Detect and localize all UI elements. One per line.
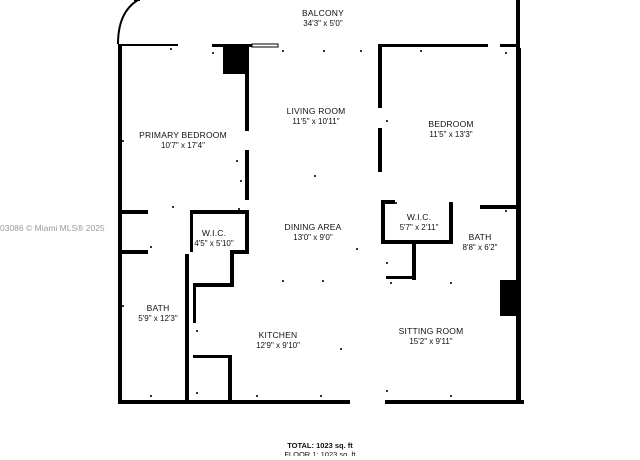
room-dimensions: 4'5" x 5'10" xyxy=(194,238,234,248)
balcony-door xyxy=(251,43,279,48)
room-dimensions: 13'0" x 9'0" xyxy=(293,232,333,242)
room-name: BATH xyxy=(146,303,170,313)
room-dimensions: 15'2" x 9'11" xyxy=(409,336,453,346)
room-name: PRIMARY BEDROOM xyxy=(139,130,227,140)
room-dimensions: 34'3" x 5'0" xyxy=(303,18,343,28)
room-name: KITCHEN xyxy=(258,330,298,340)
room-label-bath-right: BATH 8'8" x 6'2" xyxy=(462,232,498,252)
room-dimensions: 11'5" x 10'11" xyxy=(292,116,340,126)
fixture-marks xyxy=(122,48,507,397)
room-label-wic-bedroom: W.I.C. 5'7" x 2'11" xyxy=(399,212,439,232)
room-name: SITTING ROOM xyxy=(398,326,464,336)
room-name: BALCONY xyxy=(301,8,345,18)
room-name: BATH xyxy=(468,232,492,242)
balcony-railing xyxy=(117,0,139,45)
room-dimensions: 8'8" x 6'2" xyxy=(462,242,498,252)
page-bottom-edge xyxy=(0,456,640,460)
room-label-primary-bedroom: PRIMARY BEDROOM 10'7" x 17'4" xyxy=(139,130,227,150)
room-dimensions: 10'7" x 17'4" xyxy=(161,140,205,150)
room-label-living-room: LIVING ROOM 11'5" x 10'11" xyxy=(286,106,346,126)
walls xyxy=(117,0,524,404)
room-dimensions: 12'9" x 9'10" xyxy=(256,340,300,350)
room-name: DINING AREA xyxy=(284,222,342,232)
area-totals: TOTAL: 1023 sq. ft FLOOR 1: 1023 sq. ft xyxy=(284,441,355,459)
room-name: BEDROOM xyxy=(428,119,474,129)
floor1-area: FLOOR 1: 1023 sq. ft xyxy=(284,450,356,459)
room-name: W.I.C. xyxy=(406,212,432,222)
total-area: TOTAL: 1023 sq. ft xyxy=(287,441,353,450)
room-label-bath-left: BATH 5'9" x 12'3" xyxy=(138,303,178,323)
room-name: W.I.C. xyxy=(201,228,227,238)
room-label-dining-area: DINING AREA 13'0" x 9'0" xyxy=(284,222,342,242)
room-name: LIVING ROOM xyxy=(286,106,346,116)
room-dimensions: 5'7" x 2'11" xyxy=(399,222,439,232)
room-dimensions: 11'5" x 13'3" xyxy=(429,129,473,139)
room-label-kitchen: KITCHEN 12'9" x 9'10" xyxy=(256,330,300,350)
room-label-sitting-room: SITTING ROOM 15'2" x 9'11" xyxy=(398,326,464,346)
room-label-balcony: BALCONY 34'3" x 5'0" xyxy=(301,8,345,28)
room-label-bedroom: BEDROOM 11'5" x 13'3" xyxy=(428,119,474,139)
room-dimensions: 5'9" x 12'3" xyxy=(138,313,178,323)
room-label-wic-primary: W.I.C. 4'5" x 5'10" xyxy=(194,228,234,248)
watermark-text: 03086 © Miami MLS® 2025 xyxy=(0,223,105,233)
